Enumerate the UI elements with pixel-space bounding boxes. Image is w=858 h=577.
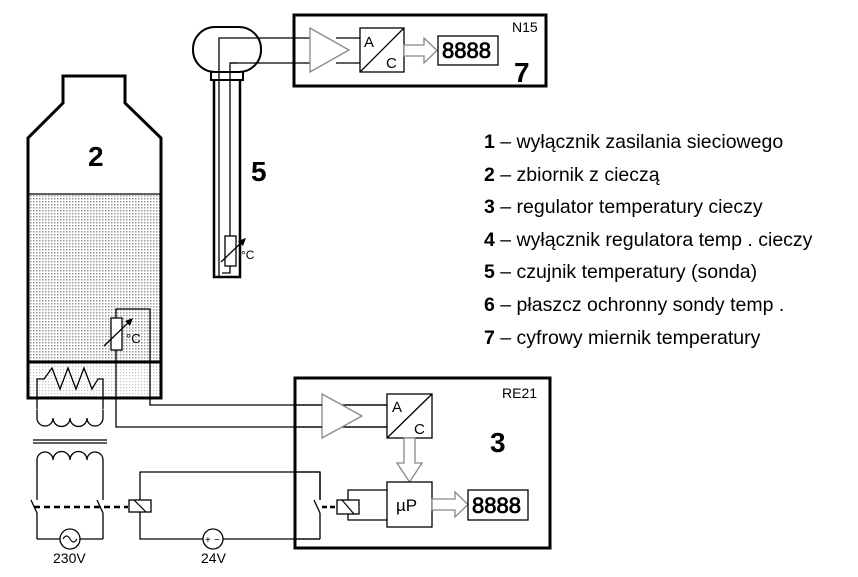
svg-text:C: C	[386, 55, 397, 72]
regulator-display: 8888	[467, 489, 529, 521]
svg-text:°C: °C	[126, 331, 141, 346]
dc-loop-wire-top	[139, 471, 321, 500]
legend-item: 1 – wyłącznik zasilania sieciowego	[484, 131, 784, 153]
tank-sensor-wire	[115, 362, 430, 428]
probe-number: 5	[251, 156, 267, 187]
tank-number: 2	[88, 141, 104, 172]
svg-text:°C: °C	[241, 248, 255, 262]
dc-source-icon: + − 24V	[201, 528, 227, 566]
regulator-amplifier-icon	[295, 392, 387, 440]
regulator-switch[interactable]	[295, 471, 337, 540]
legend-item: 2 – zbiornik z cieczą	[484, 163, 660, 186]
meter-adc-block: A C	[359, 27, 405, 73]
meter-display: 8888	[437, 35, 499, 66]
meter-amplifier-icon	[309, 26, 360, 74]
cpu-to-display-arrow	[431, 490, 469, 519]
meter-model: N15	[512, 19, 538, 35]
heater-section-fill	[28, 362, 162, 398]
probe: 5	[192, 26, 310, 279]
svg-text:8888: 8888	[442, 38, 491, 63]
tank-outline	[26, 74, 163, 400]
transformer-icon	[33, 409, 107, 475]
thermistor-icon: °C	[103, 308, 430, 406]
ac-source-icon: 230V	[37, 528, 103, 566]
probe-head	[192, 26, 262, 73]
dc-voltage-label: 24V	[201, 550, 227, 566]
legend-item: 5 – czujnik temperatury (sonda)	[484, 261, 758, 284]
adc-to-display-arrow	[403, 36, 438, 65]
meter-number: 7	[514, 57, 530, 88]
regulator-model: RE21	[502, 385, 537, 401]
dc-loop-wire-bottom	[139, 512, 203, 540]
heater-icon	[36, 366, 104, 409]
regulator-number: 3	[490, 427, 506, 458]
legend-item: 7 – cyfrowy miernik temperatury	[484, 326, 761, 349]
legend: 1 – wyłącznik zasilania sieciowego 2 – z…	[484, 126, 812, 354]
svg-text:µP: µP	[396, 496, 417, 515]
regulator-relay-icon	[336, 489, 387, 521]
svg-text:C: C	[414, 421, 425, 438]
svg-text:−: −	[214, 535, 220, 546]
adc-to-cpu-arrow	[395, 437, 424, 484]
meter-unit: N15 7	[292, 13, 548, 88]
regulator-adc-block: A C	[386, 393, 433, 439]
legend-item: 6 – płaszcz ochronny sondy temp .	[484, 293, 785, 316]
legend-item: 4 – wyłącznik regulatora temp . cieczy	[484, 228, 813, 251]
relay-coil-icon	[128, 499, 152, 513]
liquid-fill	[28, 194, 162, 362]
regulator-cpu-block: µP	[386, 481, 433, 528]
legend-item: 3 – regulator temperatury cieczy	[484, 196, 763, 219]
probe-thermistor-icon: °C	[220, 235, 255, 267]
svg-text:+: +	[205, 535, 211, 546]
svg-text:A: A	[364, 34, 374, 51]
mains-switch[interactable]	[30, 475, 128, 539]
svg-text:A: A	[392, 399, 402, 416]
mains-voltage-label: 230V	[53, 550, 86, 566]
tank: 2	[26, 74, 163, 400]
svg-text:8888: 8888	[472, 493, 521, 518]
